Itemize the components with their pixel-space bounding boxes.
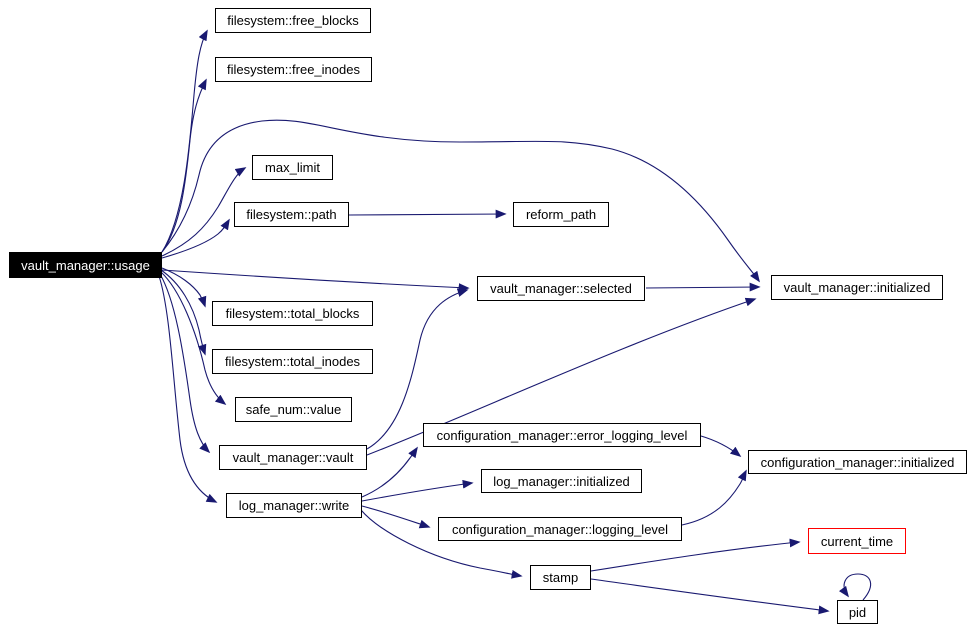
edge-logging-level-to-cm-initialized: [681, 469, 747, 526]
edge-usage-to-total-blocks: [161, 267, 207, 308]
edge-pid-self-loop: [838, 573, 872, 601]
edge-stamp-to-pid: [590, 578, 830, 615]
edge-write-to-error-logging-level: [361, 446, 418, 498]
edge-write-to-logging-level: [361, 505, 431, 529]
node-log-manager-write[interactable]: log_manager::write: [226, 493, 362, 518]
node-vault-manager-selected[interactable]: vault_manager::selected: [477, 276, 645, 301]
node-log-manager-initialized[interactable]: log_manager::initialized: [481, 469, 642, 493]
edge-usage-to-free-blocks: [161, 29, 208, 253]
edge-usage-to-vault: [159, 273, 211, 454]
edge-vault-to-vm-initialized: [366, 297, 757, 456]
edge-usage-to-write: [158, 275, 218, 503]
node-configuration-manager-logging-level[interactable]: configuration_manager::logging_level: [438, 517, 682, 541]
edge-usage-to-total-inodes: [160, 269, 207, 356]
node-configuration-manager-initialized[interactable]: configuration_manager::initialized: [748, 450, 967, 474]
node-pid[interactable]: pid: [837, 600, 878, 624]
node-filesystem-free-inodes[interactable]: filesystem::free_inodes: [215, 57, 372, 82]
edge-stamp-to-current-time: [590, 538, 801, 572]
edge-usage-to-vm-initialized: [161, 119, 760, 283]
node-filesystem-total-inodes[interactable]: filesystem::total_inodes: [212, 349, 373, 374]
node-stamp[interactable]: stamp: [530, 565, 591, 590]
edge-fs-path-to-reform-path: [348, 209, 507, 219]
node-safe-num-value[interactable]: safe_num::value: [235, 397, 352, 422]
edge-error-logging-level-to-cm-initialized: [700, 435, 742, 458]
node-filesystem-free-blocks[interactable]: filesystem::free_blocks: [215, 8, 371, 33]
edge-usage-to-selected: [161, 269, 470, 292]
edge-usage-to-safe-num-value: [160, 271, 227, 406]
node-filesystem-path[interactable]: filesystem::path: [234, 202, 349, 227]
node-vault-manager-initialized[interactable]: vault_manager::initialized: [771, 275, 943, 300]
edge-usage-to-max-limit: [161, 167, 247, 257]
edge-usage-to-free-inodes: [161, 78, 207, 253]
node-max-limit[interactable]: max_limit: [252, 155, 333, 180]
node-current-time[interactable]: current_time: [808, 528, 906, 554]
edge-write-to-stamp: [360, 509, 523, 579]
node-filesystem-total-blocks[interactable]: filesystem::total_blocks: [212, 301, 373, 326]
node-vault-manager-usage[interactable]: vault_manager::usage: [9, 252, 162, 278]
node-vault-manager-vault[interactable]: vault_manager::vault: [219, 445, 367, 470]
edge-selected-to-vm-initialized: [645, 282, 761, 292]
edge-vault-to-selected: [366, 288, 469, 450]
node-configuration-manager-error-logging-level[interactable]: configuration_manager::error_logging_lev…: [423, 423, 701, 447]
edge-write-to-lm-initialized: [361, 479, 474, 502]
node-reform-path[interactable]: reform_path: [513, 202, 609, 227]
edge-usage-to-fs-path: [161, 218, 230, 259]
